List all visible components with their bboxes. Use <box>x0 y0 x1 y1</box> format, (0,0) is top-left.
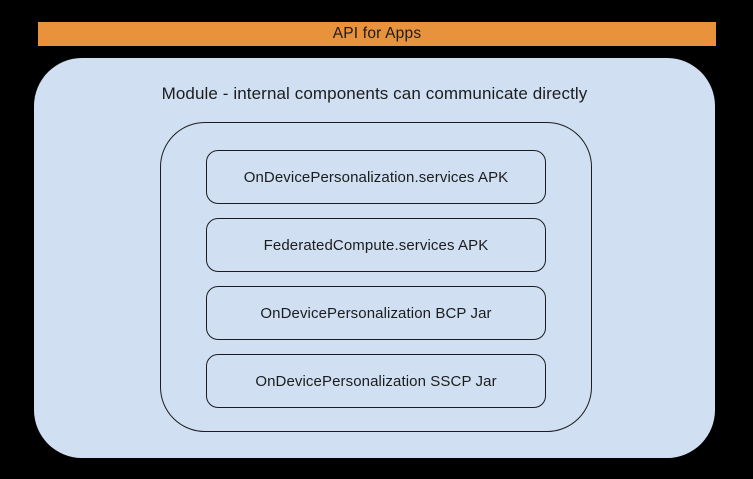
component-box-ondevicepersonalization-services-apk: OnDevicePersonalization.services APK <box>206 150 546 204</box>
module-title: Module - internal components can communi… <box>161 84 588 103</box>
component-box-federatedcompute-services-apk: FederatedCompute.services APK <box>206 218 546 272</box>
api-for-apps-banner: API for Apps <box>38 22 716 46</box>
component-label: OnDevicePersonalization BCP Jar <box>260 304 492 322</box>
module-components-group: OnDevicePersonalization.services APK Fed… <box>160 122 592 432</box>
component-label: OnDevicePersonalization SSCP Jar <box>255 372 497 390</box>
component-box-ondevicepersonalization-bcp-jar: OnDevicePersonalization BCP Jar <box>206 286 546 340</box>
api-for-apps-label: API for Apps <box>332 25 422 42</box>
component-label: OnDevicePersonalization.services APK <box>243 168 509 186</box>
component-label: FederatedCompute.services APK <box>263 236 489 254</box>
module-container: Module - internal components can communi… <box>34 58 715 458</box>
component-box-ondevicepersonalization-sscp-jar: OnDevicePersonalization SSCP Jar <box>206 354 546 408</box>
